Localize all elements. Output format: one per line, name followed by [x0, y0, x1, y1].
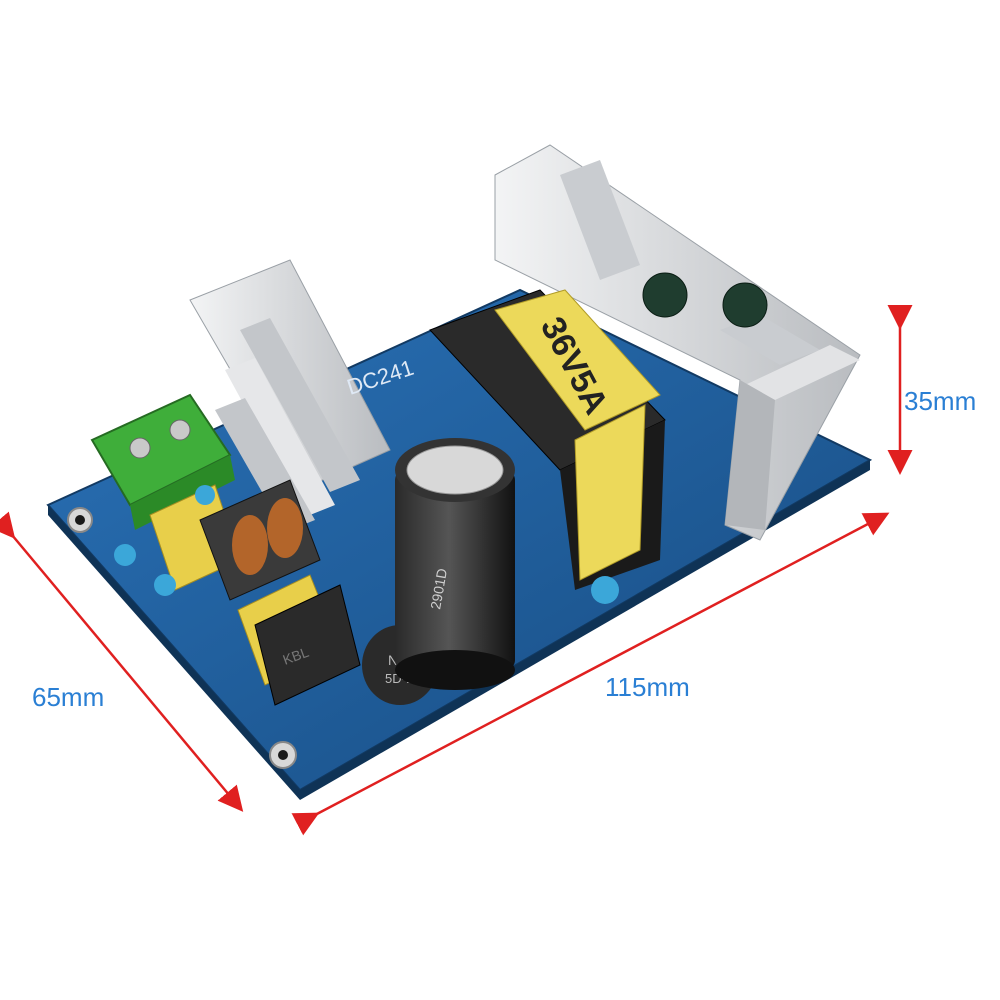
electrolytic-capacitor: 2901D — [395, 438, 515, 690]
right-heatsink — [494, 144, 861, 541]
width-dimension-arrow — [291, 512, 890, 836]
ceramic-capacitor — [154, 574, 176, 596]
ceramic-capacitor — [195, 485, 215, 505]
depth-dimension-label: 65mm — [32, 682, 105, 712]
ceramic-capacitor — [114, 544, 136, 566]
ceramic-capacitor — [591, 576, 619, 604]
mounting-hole — [75, 515, 85, 525]
terminal-block — [90, 393, 235, 530]
output-capacitor — [642, 272, 688, 318]
output-capacitor — [722, 282, 768, 328]
mounting-hole — [278, 750, 288, 760]
width-dimension-label: 115mm — [605, 672, 690, 702]
terminal-screw — [169, 419, 191, 441]
left-heatsink — [189, 259, 391, 532]
height-dimension-label: 35mm — [904, 386, 977, 416]
depth-dimension-arrow — [0, 511, 244, 812]
terminal-screw — [129, 437, 151, 459]
